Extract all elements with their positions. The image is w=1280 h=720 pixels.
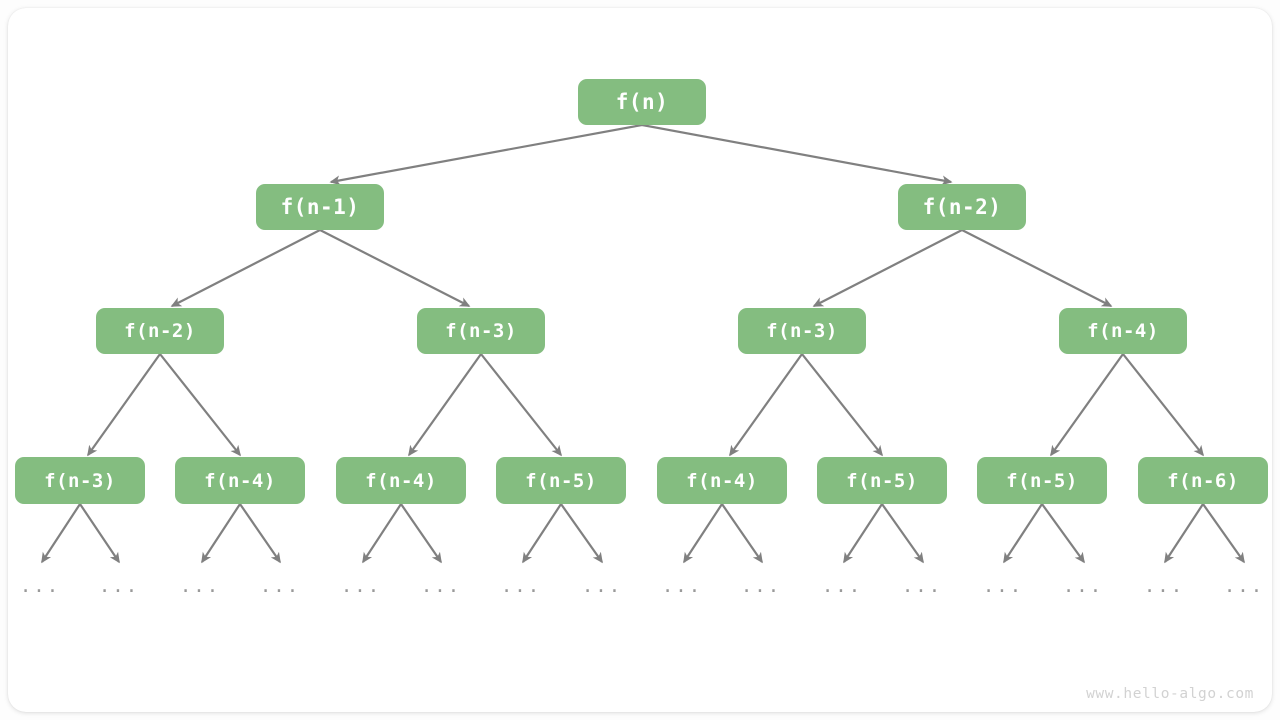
- tree-edge: [239, 503, 281, 564]
- tree-edge: [79, 503, 120, 564]
- ellipsis-marker: ...: [821, 575, 863, 597]
- ellipsis-marker: ...: [340, 575, 382, 597]
- tree-edge: [480, 353, 562, 457]
- watermark: www.hello-algo.com: [1086, 686, 1254, 702]
- ellipsis-marker: ...: [98, 575, 140, 597]
- tree-node-fnminus5: f(n-5): [977, 457, 1107, 504]
- tree-edge: [400, 503, 442, 564]
- tree-node-fn: f(n): [578, 79, 706, 125]
- ellipsis-marker: ...: [179, 575, 221, 597]
- tree-edge: [1050, 353, 1124, 457]
- ellipsis-marker: ...: [581, 575, 623, 597]
- tree-edge: [362, 503, 402, 564]
- ellipsis-marker: ...: [901, 575, 943, 597]
- ellipsis-marker: ...: [259, 575, 301, 597]
- ellipsis-marker: ...: [1223, 575, 1265, 597]
- tree-edge: [812, 229, 963, 307]
- tree-edge: [1164, 503, 1204, 564]
- tree-node-fnminus6: f(n-6): [1138, 457, 1268, 504]
- tree-edge: [1122, 353, 1204, 457]
- ellipsis-marker: ...: [740, 575, 782, 597]
- tree-edge: [801, 353, 883, 457]
- ellipsis-marker: ...: [1062, 575, 1104, 597]
- tree-edge: [522, 503, 562, 564]
- tree-edge: [87, 353, 161, 457]
- tree-edge: [881, 503, 924, 564]
- tree-node-fnminus4: f(n-4): [1059, 308, 1187, 354]
- tree-edge: [408, 353, 482, 457]
- tree-node-fnminus4: f(n-4): [657, 457, 787, 504]
- tree-edge: [329, 123, 643, 186]
- tree-node-fnminus3: f(n-3): [738, 308, 866, 354]
- tree-edge: [159, 353, 241, 457]
- ellipsis-marker: ...: [982, 575, 1024, 597]
- tree-node-fnminus2: f(n-2): [898, 184, 1026, 230]
- tree-edge: [201, 503, 241, 564]
- tree-edge: [843, 503, 883, 564]
- ellipsis-marker: ...: [661, 575, 703, 597]
- tree-edge: [1041, 503, 1085, 564]
- tree-edge: [560, 503, 603, 564]
- tree-node-fnminus5: f(n-5): [817, 457, 947, 504]
- ellipsis-marker: ...: [500, 575, 542, 597]
- ellipsis-marker: ...: [1143, 575, 1185, 597]
- tree-edge: [729, 353, 803, 457]
- tree-edge: [641, 123, 953, 186]
- tree-edge: [721, 503, 763, 564]
- tree-node-fnminus3: f(n-3): [417, 308, 545, 354]
- tree-node-fnminus3: f(n-3): [15, 457, 145, 504]
- tree-node-fnminus1: f(n-1): [256, 184, 384, 230]
- tree-node-fnminus4: f(n-4): [336, 457, 466, 504]
- tree-node-fnminus2: f(n-2): [96, 308, 224, 354]
- ellipsis-marker: ...: [19, 575, 61, 597]
- tree-edge: [683, 503, 723, 564]
- tree-node-fnminus4: f(n-4): [175, 457, 305, 504]
- tree-edge: [170, 229, 321, 307]
- tree-edge: [1202, 503, 1245, 564]
- ellipsis-marker: ...: [420, 575, 462, 597]
- tree-edge: [961, 229, 1113, 307]
- tree-edge: [1003, 503, 1043, 564]
- tree-node-fnminus5: f(n-5): [496, 457, 626, 504]
- tree-edge: [319, 229, 471, 307]
- tree-edge: [41, 503, 81, 564]
